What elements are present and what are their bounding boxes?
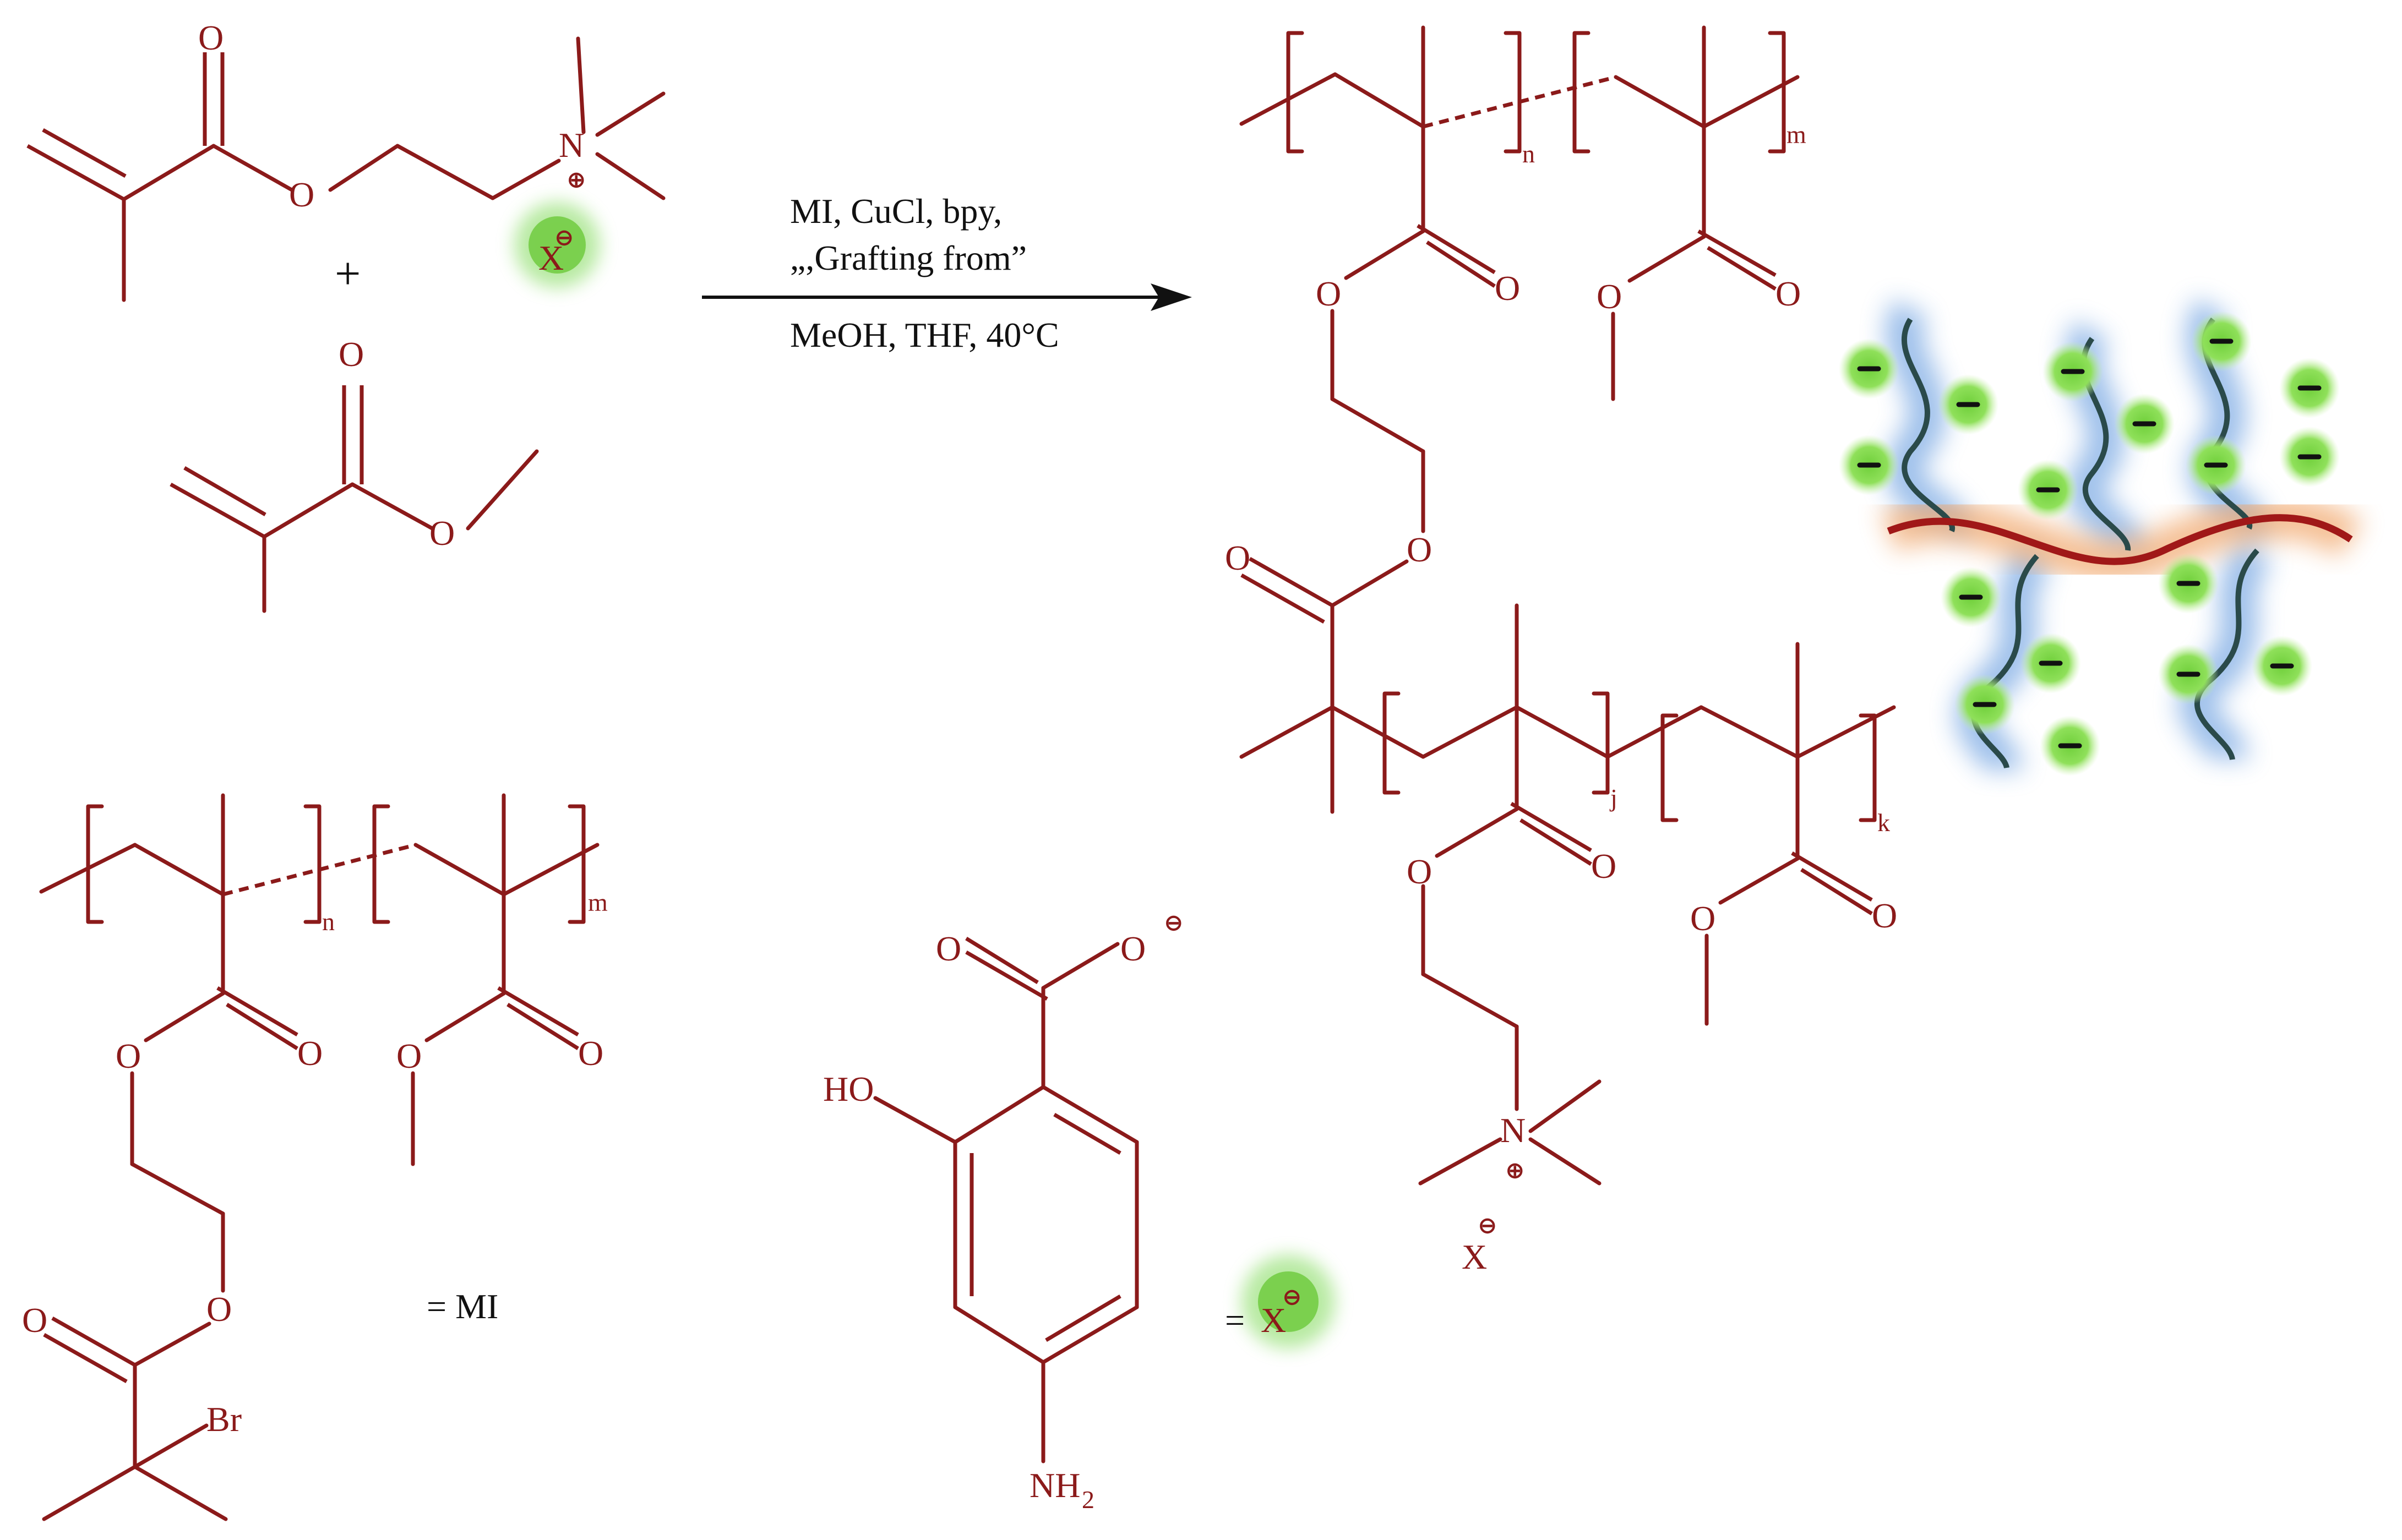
oxygen-label: O — [1407, 852, 1432, 891]
positive-charge-icon: ⊕ — [1506, 1158, 1524, 1183]
oxygen-label: O — [1495, 269, 1520, 308]
positive-charge-icon: ⊕ — [567, 167, 586, 192]
counterion-legend: = X ⊖ — [1225, 1255, 1335, 1348]
counterion-label: X — [1462, 1237, 1487, 1276]
subscript-m: m — [588, 888, 608, 916]
conditions-solvent-temperature: MeOH, THF, 40°C — [790, 315, 1059, 354]
oxygen-label: O — [1591, 847, 1616, 886]
subscript-n: n — [1522, 140, 1535, 168]
oxygen-label: O — [1407, 530, 1432, 569]
conditions-method: „,Grafting from” — [790, 238, 1027, 277]
reaction-arrow — [702, 283, 1192, 311]
oxygen-label: O — [1872, 896, 1897, 935]
bromine-label: Br — [206, 1400, 242, 1439]
graft-copolymer-structure: n m O O O O O O — [1225, 25, 1897, 1276]
negative-charge-icon: ⊖ — [1164, 910, 1183, 935]
counterion-glow-monomer: X ⊖ — [514, 202, 600, 288]
oxygen-label: O — [22, 1301, 47, 1340]
plus-sign: + — [335, 248, 361, 299]
hydroxyl-label: HO — [823, 1069, 874, 1108]
nitrogen-label: N — [1500, 1111, 1526, 1150]
polymer-brush-cartoon-icon — [1839, 298, 2363, 776]
subscript-j: j — [1609, 784, 1617, 812]
oxygen-label: O — [1120, 929, 1146, 968]
oxygen-label: O — [289, 175, 314, 214]
counterion-label: X — [538, 238, 564, 277]
aminosalicylate-anion: O O ⊖ HO NH 2 — [823, 910, 1183, 1514]
oxygen-label: O — [936, 929, 961, 968]
counterion-balls — [1839, 311, 2340, 776]
negative-charge-icon: ⊖ — [555, 225, 574, 250]
amine-label: NH — [1030, 1466, 1080, 1505]
oxygen-label: O — [198, 18, 224, 57]
macroinitiator-structure: n m O O O O O O Br — [22, 793, 608, 1521]
nitrogen-label: N — [559, 125, 584, 165]
oxygen-label: O — [429, 514, 455, 553]
oxygen-label: O — [339, 335, 364, 374]
oxygen-label: O — [206, 1290, 232, 1329]
oxygen-label: O — [1316, 274, 1341, 313]
counterion-label: X — [1261, 1301, 1286, 1340]
subscript-k: k — [1877, 809, 1890, 837]
oxygen-label: O — [116, 1036, 141, 1075]
amine-subscript: 2 — [1082, 1486, 1094, 1514]
oxygen-label: O — [396, 1036, 422, 1075]
oxygen-label: O — [297, 1034, 323, 1073]
negative-charge-icon: ⊖ — [1283, 1285, 1301, 1309]
oxygen-label: O — [578, 1034, 603, 1073]
subscript-m: m — [1786, 121, 1806, 149]
oxygen-label: O — [1690, 899, 1715, 938]
oxygen-label: O — [1597, 277, 1622, 316]
oxygen-label: O — [1775, 274, 1801, 313]
monomer-methyl-methacrylate: O O — [170, 335, 539, 613]
conditions-catalyst: MI, CuCl, bpy, — [790, 192, 1002, 231]
counterion-equals-sign: = — [1225, 1301, 1245, 1340]
monomer-ammonium-methacrylate: O O N ⊕ — [26, 18, 666, 302]
negative-charge-icon: ⊖ — [1478, 1213, 1497, 1238]
oxygen-label: O — [1225, 538, 1250, 577]
subscript-n: n — [322, 908, 335, 936]
macroinitiator-label: = MI — [427, 1287, 498, 1326]
